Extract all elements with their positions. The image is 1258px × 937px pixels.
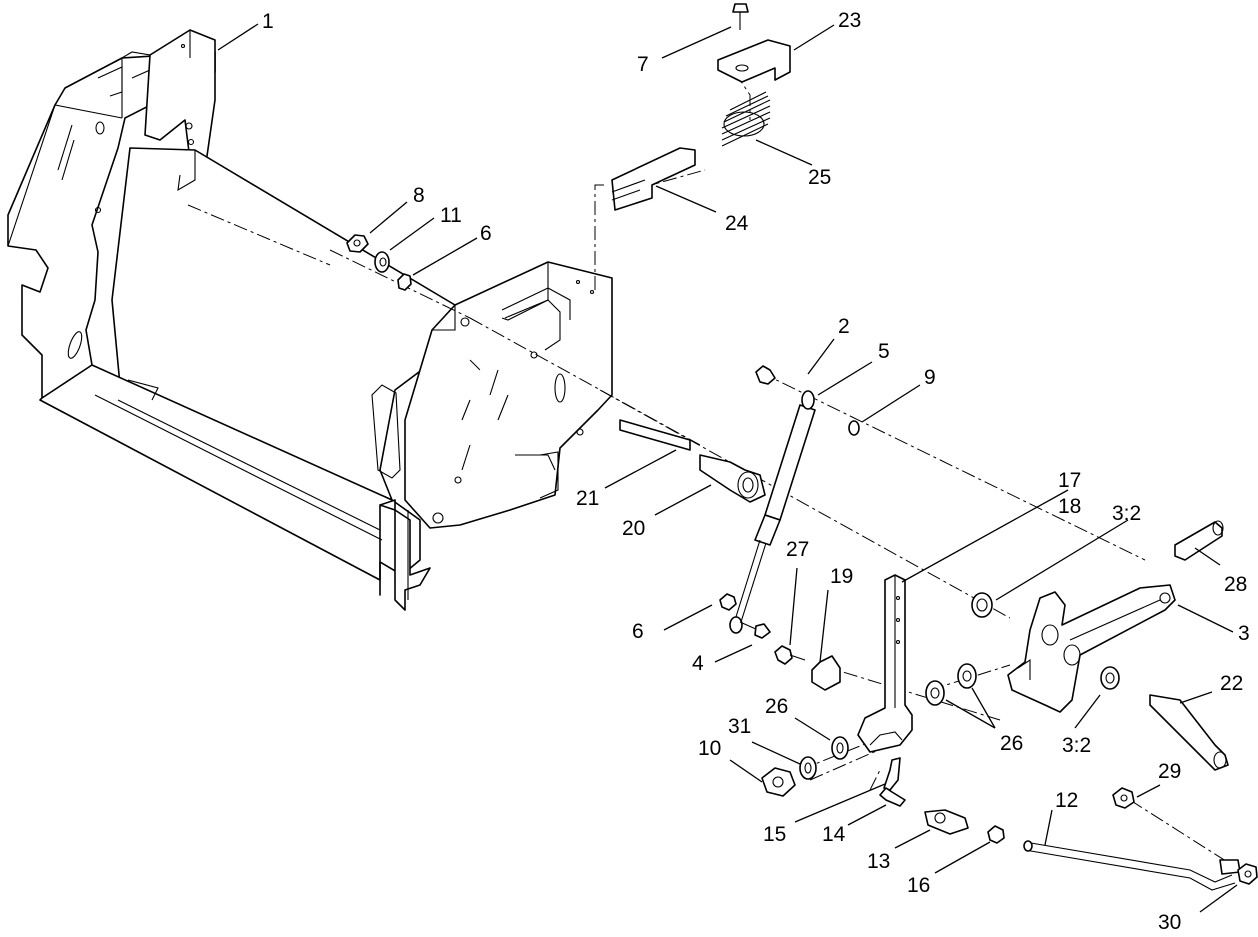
part-19-tab — [811, 655, 841, 691]
callout-3-2-upper: 3:2 — [1112, 502, 1141, 525]
part-22-pin — [1149, 694, 1229, 771]
part-17-lever — [857, 574, 913, 753]
part-27-bolt — [774, 645, 806, 665]
callout-16: 16 — [907, 874, 930, 897]
part-13-clevis — [924, 809, 969, 835]
callout-15: 15 — [763, 823, 786, 846]
frame-assembly — [7, 29, 613, 611]
part-25-spring — [721, 91, 771, 147]
part-2-bolt — [755, 365, 776, 385]
callout-14: 14 — [822, 823, 846, 846]
callout-8: 8 — [413, 184, 425, 207]
part-21-pin — [619, 419, 691, 451]
callout-3: 3 — [1238, 622, 1250, 645]
part-5-gas-spring — [729, 390, 816, 634]
callout-4: 4 — [692, 652, 704, 675]
callout-26-left: 26 — [765, 695, 788, 718]
part-3-2-bushing-lower — [1100, 666, 1120, 690]
part-15-cotter-pin — [883, 757, 901, 791]
part-20-rod-end — [699, 454, 766, 503]
part-28-pin — [1174, 520, 1224, 561]
part-24-clip — [611, 147, 696, 211]
part-18-bushing — [971, 592, 993, 618]
part-7-screw — [732, 3, 749, 30]
callout-24: 24 — [725, 212, 749, 235]
callout-5: 5 — [878, 340, 890, 363]
callout-19: 19 — [830, 565, 853, 588]
leader-lines — [217, 23, 1238, 913]
callout-13: 13 — [867, 850, 890, 873]
callout-1: 1 — [262, 10, 274, 33]
part-30-nut — [1237, 863, 1258, 885]
part-29-bolt — [1112, 787, 1135, 809]
callout-25: 25 — [808, 166, 831, 189]
callout-23: 23 — [838, 9, 861, 32]
callout-29: 29 — [1158, 760, 1181, 783]
callout-12: 12 — [1055, 789, 1078, 812]
callout-7: 7 — [637, 53, 649, 76]
part-4-bolt — [739, 621, 771, 639]
callout-labels: 1 2 3 3:2 3:2 4 5 6 6 7 8 9 10 11 12 13 … — [262, 9, 1250, 934]
callout-31: 31 — [728, 715, 751, 738]
callout-11: 11 — [440, 204, 462, 227]
callout-21: 21 — [576, 487, 599, 510]
part-26-washers — [831, 663, 977, 760]
part-12-rod — [1023, 840, 1241, 891]
part-9-washer — [848, 420, 860, 436]
part-16-nut — [987, 825, 1005, 844]
part-8-nut — [346, 234, 369, 253]
part-11-washer — [374, 251, 390, 273]
part-6b-nut — [719, 593, 737, 611]
callout-9: 9 — [924, 366, 936, 389]
callout-6-lower: 6 — [632, 620, 644, 643]
callout-22: 22 — [1220, 672, 1243, 695]
part-6-nut — [397, 273, 412, 291]
part-31-washer — [799, 756, 817, 780]
callout-10: 10 — [698, 737, 721, 760]
callout-26-right: 26 — [1000, 732, 1023, 755]
part-23-bracket — [717, 39, 791, 83]
callout-30: 30 — [1158, 911, 1181, 934]
callout-6-upper: 6 — [480, 222, 492, 245]
callout-3-2-lower: 3:2 — [1062, 734, 1091, 757]
part-3-pivot-arm — [1007, 584, 1176, 713]
callout-28: 28 — [1224, 573, 1247, 596]
part-14-clevis-pin — [879, 787, 906, 807]
part-10-nut — [761, 767, 796, 797]
callout-20: 20 — [622, 517, 645, 540]
callout-2: 2 — [838, 315, 850, 338]
callout-17: 17 — [1058, 469, 1081, 492]
callout-18: 18 — [1058, 495, 1081, 518]
callout-27: 27 — [786, 538, 809, 561]
